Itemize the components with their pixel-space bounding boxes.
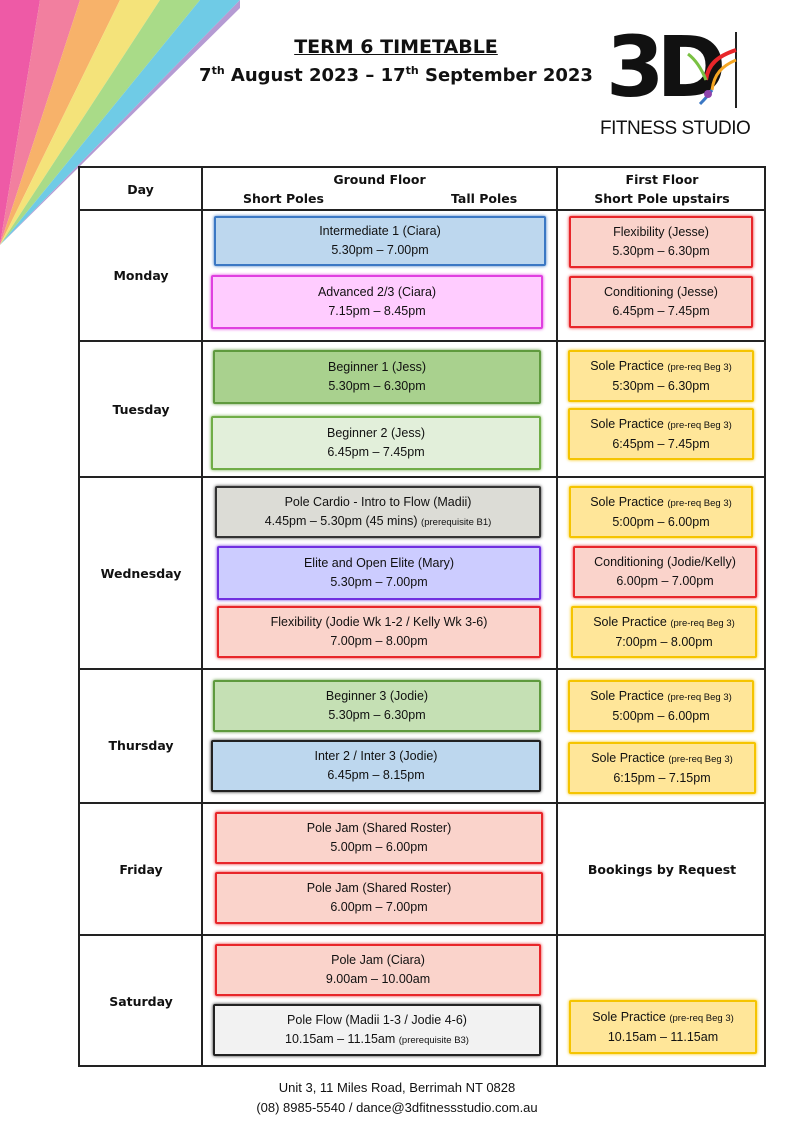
page-title: TERM 6 TIMETABLE (294, 36, 498, 58)
class-time: 5.30pm – 7.00pm (330, 575, 428, 589)
class-block: Flexibility (Jodie Wk 1-2 / Kelly Wk 3-6… (217, 606, 541, 658)
class-time: 6:15pm – 7.15pm (613, 770, 711, 785)
class-name: Sole Practice (pre-req Beg 3) (591, 750, 733, 765)
class-name: Pole Jam (Ciara) (331, 953, 425, 967)
class-name: Sole Practice (pre-req Beg 3) (592, 1009, 734, 1024)
class-block: Pole Cardio - Intro to Flow (Madii) 4.45… (215, 486, 541, 538)
class-time: 6.45pm – 7.45pm (327, 445, 425, 459)
class-name: Flexibility (Jesse) (613, 225, 709, 239)
column-subheader-short-poles: Short Poles (243, 191, 324, 206)
class-name: Beginner 2 (Jess) (327, 426, 425, 440)
class-time: 5.30pm – 6.30pm (328, 379, 426, 393)
column-header-day: Day (127, 182, 154, 197)
class-name: Pole Jam (Shared Roster) (306, 821, 452, 835)
class-time: 6.00pm – 7.00pm (330, 900, 428, 914)
class-name: Beginner 3 (Jodie) (325, 689, 429, 703)
day-label-thursday: Thursday (108, 738, 174, 753)
class-name: Sole Practice (pre-req Beg 3) (590, 688, 732, 703)
class-time: 5.30pm – 7.00pm (331, 243, 429, 257)
day-label-monday: Monday (113, 268, 169, 283)
class-block: Conditioning (Jesse) 6.45pm – 7.45pm (569, 276, 753, 328)
class-name: Beginner 1 (Jess) (328, 360, 426, 374)
class-block: Sole Practice (pre-req Beg 3) 6:45pm – 7… (568, 408, 754, 460)
class-time: 5:30pm – 6.30pm (612, 378, 710, 393)
studio-logo: 3D FITNESS STUDIO (598, 18, 778, 141)
column-header-ground-floor: Ground Floor (333, 172, 426, 187)
class-block: Advanced 2/3 (Ciara) 7.15pm – 8.45pm (211, 275, 543, 329)
day-label-tuesday: Tuesday (112, 402, 170, 417)
class-block: Sole Practice (pre-req Beg 3) 10.15am – … (569, 1000, 757, 1054)
pole-dancer-figure-icon (687, 32, 737, 108)
day-label-friday: Friday (119, 862, 163, 877)
footer-address: Unit 3, 11 Miles Road, Berrimah NT 0828 (278, 1080, 516, 1095)
timetable: Day Ground Floor Short Poles Tall Poles … (78, 166, 766, 1067)
page-title-block: TERM 6 TIMETABLE 7th August 2023 – 17th … (140, 36, 652, 86)
class-name: Pole Jam (Shared Roster) (306, 881, 452, 895)
class-time: 5:00pm – 6.00pm (612, 708, 710, 723)
class-time: 6:45pm – 7.45pm (612, 436, 710, 451)
class-block: Sole Practice (pre-req Beg 3) 5:00pm – 6… (568, 680, 754, 732)
class-name: Pole Flow (Madii 1-3 / Jodie 4-6) (287, 1012, 467, 1027)
class-time: 9.00am – 10.00am (325, 972, 431, 986)
bookings-by-request-note: Bookings by Request (587, 862, 737, 877)
class-block: Sole Practice (pre-req Beg 3) 7:00pm – 8… (571, 606, 757, 658)
class-time: 5.30pm – 6.30pm (328, 708, 426, 722)
class-time: 10.15am – 11.15am (607, 1029, 719, 1044)
class-name: Elite and Open Elite (Mary) (303, 556, 455, 570)
class-block: Pole Jam (Ciara) 9.00am – 10.00am (215, 944, 541, 996)
class-time: 7.00pm – 8.00pm (330, 634, 428, 648)
class-block: Pole Flow (Madii 1-3 / Jodie 4-6) 10.15a… (213, 1004, 541, 1056)
class-name: Inter 2 / Inter 3 (Jodie) (314, 749, 438, 763)
class-name: Sole Practice (pre-req Beg 3) (593, 614, 735, 629)
class-block: Sole Practice (pre-req Beg 3) 6:15pm – 7… (568, 742, 756, 794)
class-block: Sole Practice (pre-req Beg 3) 5:30pm – 6… (568, 350, 754, 402)
class-block: Beginner 3 (Jodie) 5.30pm – 6.30pm (213, 680, 541, 732)
class-time: 6.45pm – 8.15pm (327, 768, 425, 782)
class-time: 10.15am – 11.15am (prerequisite B3) (285, 1031, 469, 1046)
term-dates: 7th August 2023 – 17th September 2023 (199, 64, 593, 86)
day-label-saturday: Saturday (109, 994, 173, 1009)
class-name: Flexibility (Jodie Wk 1-2 / Kelly Wk 3-6… (270, 615, 488, 629)
class-time: 5.00pm – 6.00pm (330, 840, 428, 854)
class-block: Beginner 2 (Jess) 6.45pm – 7.45pm (211, 416, 541, 470)
footer-contact: (08) 8985-5540 / dance@3dfitnessstudio.c… (256, 1100, 538, 1115)
class-time: 7.15pm – 8.45pm (328, 304, 426, 318)
footer: Unit 3, 11 Miles Road, Berrimah NT 0828 … (200, 1078, 594, 1118)
class-block: Beginner 1 (Jess) 5.30pm – 6.30pm (213, 350, 541, 404)
class-block: Sole Practice (pre-req Beg 3) 5:00pm – 6… (569, 486, 753, 538)
class-block: Conditioning (Jodie/Kelly) 6.00pm – 7.00… (573, 546, 757, 598)
class-block: Pole Jam (Shared Roster) 5.00pm – 6.00pm (215, 812, 543, 864)
class-time: 6.45pm – 7.45pm (612, 304, 710, 318)
class-time: 5:00pm – 6.00pm (612, 514, 710, 529)
column-subheader-tall-poles: Tall Poles (451, 191, 518, 206)
class-name: Sole Practice (pre-req Beg 3) (590, 416, 732, 431)
class-block: Flexibility (Jesse) 5.30pm – 6.30pm (569, 216, 753, 268)
class-block: Inter 2 / Inter 3 (Jodie) 6.45pm – 8.15p… (211, 740, 541, 792)
class-block: Elite and Open Elite (Mary) 5.30pm – 7.0… (217, 546, 541, 600)
column-header-first-floor: First Floor (625, 172, 699, 187)
class-name: Conditioning (Jesse) (604, 285, 718, 299)
class-time: 5.30pm – 6.30pm (612, 244, 710, 258)
class-name: Advanced 2/3 (Ciara) (317, 285, 437, 299)
class-name: Conditioning (Jodie/Kelly) (594, 555, 736, 569)
class-time: 7:00pm – 8.00pm (615, 634, 713, 649)
column-subheader-first-floor: Short Pole upstairs (594, 191, 730, 206)
day-label-wednesday: Wednesday (100, 566, 182, 581)
class-name: Intermediate 1 (Ciara) (319, 224, 441, 238)
class-name: Sole Practice (pre-req Beg 3) (590, 494, 732, 509)
logo-text: FITNESS STUDIO (600, 118, 751, 139)
class-block: Pole Jam (Shared Roster) 6.00pm – 7.00pm (215, 872, 543, 924)
class-block: Intermediate 1 (Ciara) 5.30pm – 7.00pm (214, 216, 546, 266)
class-time: 4.45pm – 5.30pm (45 mins) (prerequisite … (264, 513, 492, 528)
rainbow-corner-graphic (0, 0, 240, 245)
class-time: 6.00pm – 7.00pm (616, 574, 714, 588)
class-name: Sole Practice (pre-req Beg 3) (590, 358, 732, 373)
class-name: Pole Cardio - Intro to Flow (Madii) (284, 494, 472, 509)
